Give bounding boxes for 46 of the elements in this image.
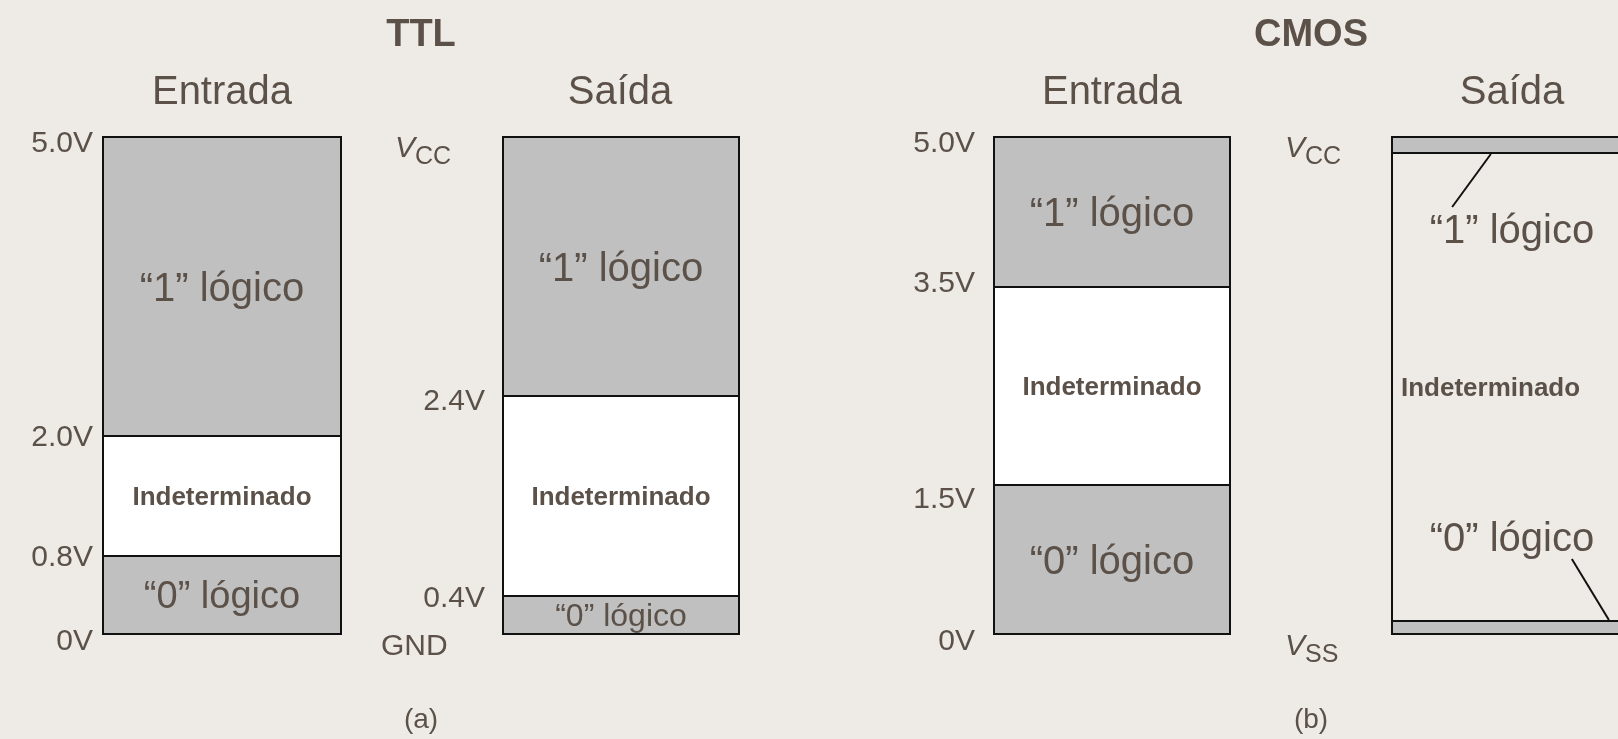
voltage-label: 0.8V bbox=[31, 541, 93, 571]
level-band bbox=[993, 484, 1231, 635]
voltage-label: 0V bbox=[56, 625, 93, 655]
panel-label: (b) bbox=[1293, 705, 1329, 733]
state-label: Indeterminado bbox=[131, 480, 313, 512]
level-label: “1” lógico bbox=[1424, 207, 1600, 251]
voltage-label: 5.0V bbox=[913, 127, 975, 157]
level-band bbox=[1391, 620, 1618, 635]
level-label: “1” lógico bbox=[138, 264, 306, 309]
state-label: Indeterminado bbox=[1021, 370, 1203, 402]
level-label: “1” lógico bbox=[1028, 189, 1196, 235]
level-band bbox=[993, 286, 1231, 486]
state-label: Indeterminado bbox=[530, 480, 712, 512]
voltage-label: V$_{CC}$ bbox=[1285, 132, 1342, 168]
level-band bbox=[502, 595, 740, 635]
leader-line bbox=[1451, 153, 1492, 208]
voltage-label: 0.4V bbox=[423, 582, 485, 612]
level-band bbox=[502, 395, 740, 597]
voltage-label: 1.5V bbox=[913, 483, 975, 513]
level-label: “0” lógico bbox=[1028, 537, 1196, 582]
voltage-label: V$_{CC}$ bbox=[395, 132, 452, 168]
level-band bbox=[502, 136, 740, 397]
level-label: “0” lógico bbox=[142, 573, 302, 617]
level-label: “0” lógico bbox=[554, 596, 688, 634]
column-heading: Saída bbox=[1459, 70, 1565, 110]
voltage-label: 5.0V bbox=[31, 127, 93, 157]
section-title: TTL bbox=[386, 14, 456, 52]
section-title: CMOS bbox=[1254, 14, 1368, 52]
level-band bbox=[102, 136, 342, 437]
column-heading: Entrada bbox=[1041, 70, 1183, 110]
level-label: “1” lógico bbox=[537, 244, 705, 289]
voltage-label: 2.4V bbox=[423, 385, 485, 415]
voltage-label: 2.0V bbox=[31, 421, 93, 451]
level-band bbox=[102, 435, 342, 557]
level-band bbox=[993, 136, 1231, 288]
voltage-label: 3.5V bbox=[913, 267, 975, 297]
panel-label: (a) bbox=[403, 705, 439, 733]
voltage-label: V$_{SS}$ bbox=[1285, 630, 1339, 666]
level-band bbox=[102, 555, 342, 635]
column-heading: Entrada bbox=[151, 70, 293, 110]
voltage-label: GND bbox=[381, 630, 448, 660]
column-heading: Saída bbox=[567, 70, 673, 110]
voltage-label: 0V bbox=[938, 625, 975, 655]
leader-line bbox=[1570, 558, 1610, 621]
state-label: Indeterminado bbox=[1401, 371, 1581, 403]
level-label: “0” lógico bbox=[1424, 515, 1600, 559]
